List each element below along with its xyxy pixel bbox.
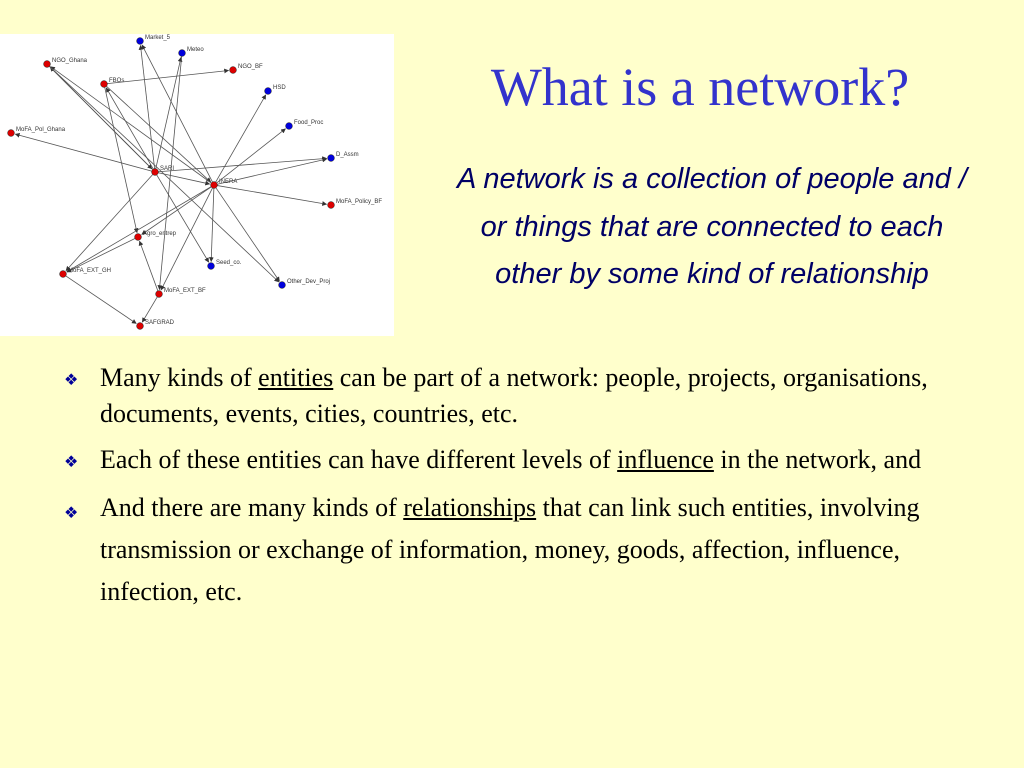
network-edge: [160, 187, 213, 291]
network-node-label: SAFGRAD: [145, 320, 175, 326]
network-edge: [104, 87, 139, 234]
keyword-entities: entities: [258, 363, 334, 392]
keyword-influence: influence: [617, 444, 714, 474]
network-edge: [141, 186, 212, 235]
network-node: [59, 270, 67, 278]
network-edge: [138, 44, 156, 169]
network-edge: [107, 68, 230, 85]
network-node: [136, 37, 144, 45]
bullet-text-after: that can link such entities, involving t…: [100, 493, 920, 607]
network-edge: [106, 86, 212, 183]
network-node-label: SARI: [160, 166, 174, 172]
network-node-label: MoFA_Policy_BF: [336, 199, 382, 205]
network-node: [327, 201, 335, 209]
network-node-label: FBOs: [109, 78, 124, 84]
network-node: [134, 233, 142, 241]
network-edge: [138, 240, 159, 291]
bullet-list: ❖ Many kinds of entities can be part of …: [62, 360, 962, 623]
network-node-label: HSD: [273, 85, 286, 91]
network-edge: [65, 275, 137, 324]
network-node-label: Meteo: [187, 47, 204, 53]
network-edge: [217, 185, 328, 206]
network-node-label: INERA: [219, 179, 237, 185]
network-definition: A network is a collection of people and …: [457, 163, 967, 291]
network-edge: [14, 132, 152, 172]
diamond-bullet-icon: ❖: [64, 503, 79, 523]
network-edge: [105, 87, 154, 170]
slide-title: What is a network?: [490, 57, 910, 117]
network-node: [100, 80, 108, 88]
bullet-text-before: Each of these entities can have differen…: [100, 444, 618, 474]
network-node-label: Food_Proc: [294, 120, 323, 126]
network-edge: [157, 56, 183, 291]
network-edge: [66, 238, 136, 273]
network-edge: [49, 66, 280, 283]
bullet-text-before: Many kinds of: [100, 363, 259, 392]
network-node-label: MoFA_EXT_GH: [68, 268, 111, 274]
network-edge: [208, 188, 215, 263]
network-edge: [216, 128, 286, 184]
network-node: [151, 168, 159, 176]
bullet-influence: ❖ Each of these entities can have differ…: [62, 442, 962, 478]
bullet-text-after: in the network, and: [713, 444, 922, 474]
network-node: [210, 181, 218, 189]
network-node-label: MoFA_Pol_Ghana: [16, 127, 66, 133]
network-node-label: Seed_co.: [216, 260, 242, 266]
network-node: [178, 49, 186, 57]
network-edge: [141, 296, 158, 323]
network-node-label: Market_5: [145, 35, 171, 41]
diamond-bullet-icon: ❖: [64, 370, 79, 389]
network-node-label: Other_Dev_Proj: [287, 279, 330, 285]
network-edge: [215, 94, 267, 183]
network-node: [43, 60, 51, 68]
network-edge: [156, 174, 210, 263]
network-node: [327, 154, 335, 162]
network-node: [278, 281, 286, 289]
network-edge: [50, 66, 212, 184]
diamond-bullet-icon: ❖: [64, 451, 79, 471]
keyword-relationships: relationships: [403, 493, 537, 523]
network-node: [207, 262, 215, 270]
network-node: [136, 322, 144, 330]
network-edge: [141, 44, 213, 183]
network-edge: [158, 172, 211, 186]
network-edge: [66, 186, 212, 273]
network-node-label: D_Assm: [336, 152, 359, 158]
network-edge: [217, 157, 328, 185]
network-node-label: Agro_entrep: [143, 231, 177, 237]
network-node: [155, 290, 163, 298]
network-edge: [158, 156, 328, 173]
network-node-label: MoFA_EXT_BF: [164, 288, 206, 294]
network-node: [264, 87, 272, 95]
network-node: [285, 122, 293, 130]
bullet-entities: ❖ Many kinds of entities can be part of …: [62, 360, 962, 433]
network-edge: [65, 174, 154, 272]
network-node: [7, 129, 15, 137]
network-edge: [49, 66, 153, 170]
bullet-text-before: And there are many kinds of: [100, 493, 404, 523]
network-node: [229, 66, 237, 74]
bullet-text-after: can be part of a network: people, projec…: [100, 363, 928, 429]
network-node-label: NGO_Ghana: [52, 58, 88, 64]
network-edge: [215, 187, 280, 282]
bullet-relationships: ❖ And there are many kinds of relationsh…: [62, 487, 962, 613]
network-node-label: NGO_BF: [238, 64, 263, 70]
